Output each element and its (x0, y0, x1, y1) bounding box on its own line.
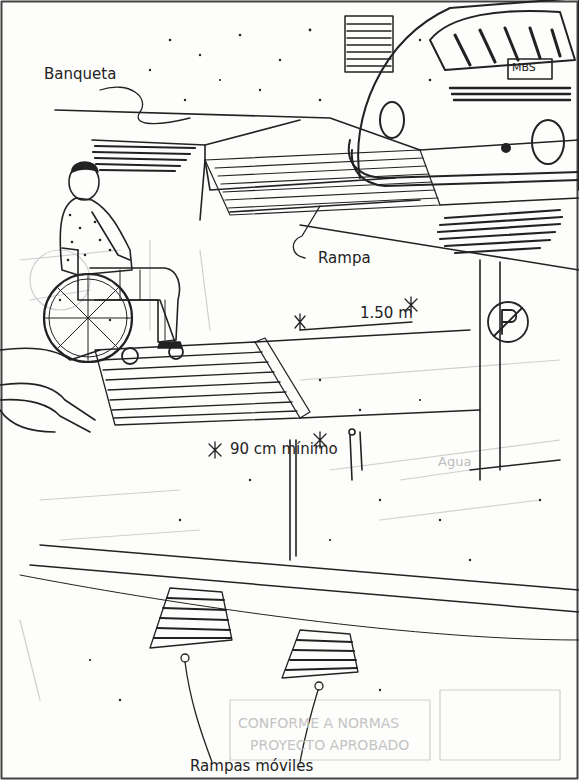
sidewalk-corner (92, 140, 205, 160)
speckles (59, 29, 541, 702)
ramp-side (255, 338, 310, 418)
torso (60, 198, 132, 275)
wall-lines (470, 260, 560, 480)
ramp-outline (95, 342, 300, 425)
movable-ramp (150, 588, 232, 648)
curb-curve (0, 383, 95, 420)
legs (90, 268, 179, 342)
street (20, 545, 579, 640)
license-plate (508, 59, 552, 79)
curb-curve (0, 400, 90, 432)
wheelchair-user (44, 162, 183, 364)
movable-ramp (282, 630, 358, 678)
ramp-outline (282, 630, 358, 678)
grille-bars (347, 24, 391, 66)
watermark-text: Agua (438, 455, 471, 469)
ramp-outline (150, 588, 232, 648)
curb-line (30, 565, 579, 612)
engine-grille (450, 88, 570, 100)
building-wall (290, 260, 560, 560)
upper-sidewalk (55, 110, 420, 220)
faint-stamp (440, 690, 560, 760)
dimension-label: 90 cm mínimo (230, 441, 338, 458)
sign-ring (488, 302, 528, 342)
part-label: Banqueta (44, 66, 116, 83)
faint-lines (20, 490, 200, 700)
watermark-text: CONFORME A NORMAS (238, 716, 399, 731)
dimension-150 (295, 297, 417, 330)
ramp-outline (205, 150, 440, 215)
leader-line (100, 87, 190, 124)
ramp-grooves (215, 158, 438, 208)
dimension-mark (209, 442, 221, 458)
push-handle (62, 248, 78, 250)
hair (72, 162, 98, 172)
part-label: Rampas móviles (190, 758, 313, 775)
curb-curve (0, 348, 100, 360)
license-plate-text: MBS (512, 62, 536, 74)
watermark-text: PROYECTO APROBADO (250, 738, 409, 753)
no-parking-sign (488, 302, 528, 342)
dimension-mark (295, 314, 305, 330)
faint-stamp (230, 700, 430, 760)
car (349, 0, 579, 190)
hatch-block (93, 146, 562, 253)
sidewalk-lines (255, 330, 480, 418)
lower-ramp (95, 330, 480, 425)
ramp-grooves (286, 640, 357, 670)
caster (122, 348, 138, 364)
rear-window (430, 11, 575, 70)
tail-light (380, 102, 404, 138)
upper-ramp (205, 150, 440, 215)
curb-line (40, 545, 579, 590)
feet (158, 342, 182, 348)
bollard (349, 429, 355, 435)
faint-lines (300, 360, 560, 520)
shirt-dots (67, 214, 112, 262)
trouser-lines (120, 270, 165, 340)
car-body (358, 0, 579, 190)
exhaust (502, 144, 510, 152)
bumper-top (349, 140, 579, 178)
curb-curve (0, 410, 55, 432)
ramp-grooves (154, 598, 231, 638)
arm (92, 212, 130, 260)
dimension-label: 1.50 m (360, 305, 413, 322)
ramp-grooves (100, 352, 297, 418)
spokes (44, 274, 132, 362)
background-sketch (20, 240, 560, 760)
dimension-line (300, 322, 412, 330)
faint-lines (20, 240, 210, 330)
leader-line (293, 206, 320, 258)
chair-frame (78, 250, 176, 345)
bumper-bottom (352, 150, 579, 186)
part-label: Rampa (318, 250, 371, 267)
sign-slash (494, 308, 522, 336)
tail-light (532, 120, 564, 164)
sidewalk-back-edge (55, 110, 420, 150)
wheel (44, 274, 132, 362)
